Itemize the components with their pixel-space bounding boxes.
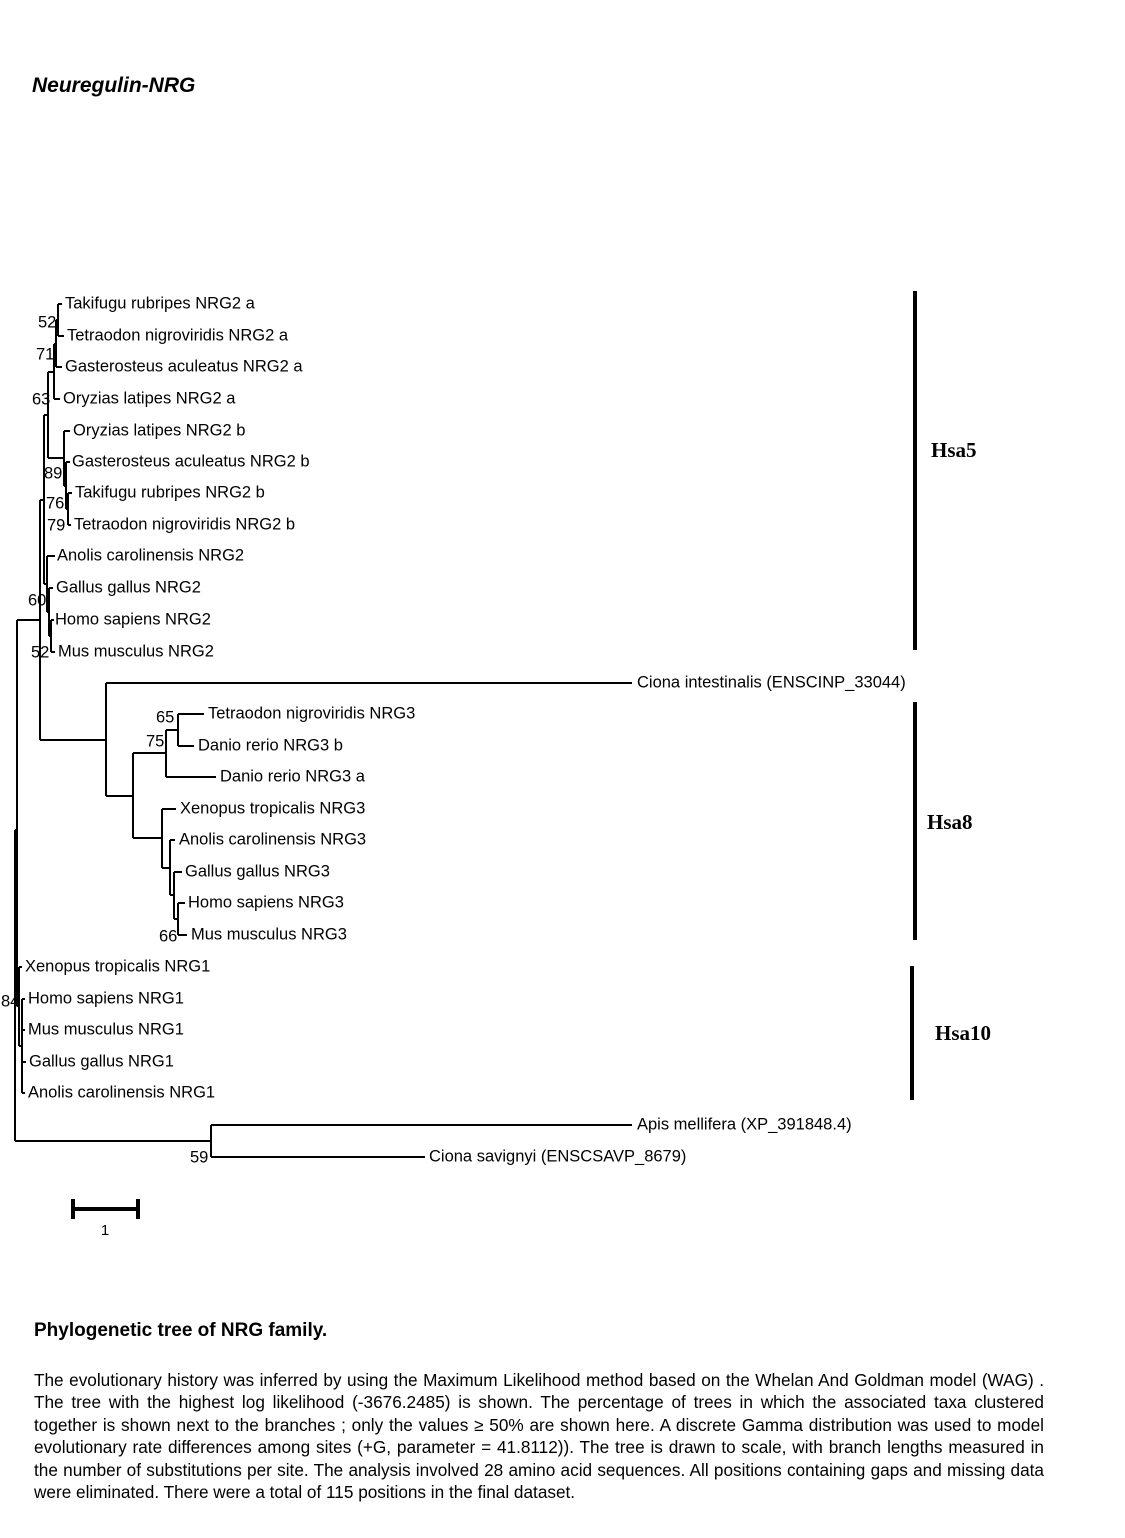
taxon-label: Gasterosteus aculeatus NRG2 b <box>72 452 310 470</box>
taxon-label: Apis mellifera (XP_391848.4) <box>637 1115 852 1133</box>
taxon-label: Homo sapiens NRG3 <box>188 893 344 911</box>
taxon-label: Gasterosteus aculeatus NRG2 a <box>65 357 303 375</box>
group-label: Hsa8 <box>927 810 973 834</box>
tree-branch <box>47 371 64 459</box>
taxon-label: Mus musculus NRG1 <box>28 1020 184 1038</box>
taxon-label: Danio rerio NRG3 a <box>220 767 366 785</box>
taxon-label: Homo sapiens NRG2 <box>55 610 211 628</box>
bootstrap-value: 65 <box>156 708 174 726</box>
tree-branch <box>57 303 64 337</box>
bootstrap-value: 84 <box>1 992 19 1010</box>
taxon-label: Tetraodon nigroviridis NRG2 a <box>67 326 289 344</box>
caption-heading: Phylogenetic tree of NRG family. <box>34 1320 328 1341</box>
bootstrap-value: 79 <box>47 516 65 534</box>
taxon-label: Ciona intestinalis (ENSCINP_33044) <box>637 673 906 691</box>
tree-branch <box>16 619 40 1007</box>
taxon-label: Takifugu rubripes NRG2 a <box>65 294 256 312</box>
bootstrap-labels: 52 71 63 89 76 79 60 52 65 75 66 84 59 <box>1 313 208 1166</box>
tree-branch <box>14 829 211 1142</box>
taxon-label: Tetraodon nigroviridis NRG3 <box>208 704 415 722</box>
taxon-label: Anolis carolinensis NRG1 <box>28 1083 215 1101</box>
taxon-label: Xenopus tropicalis NRG1 <box>25 957 210 975</box>
tree-branch <box>105 682 632 797</box>
taxon-labels: Takifugu rubripes NRG2 a Tetraodon nigrov… <box>25 294 906 1165</box>
taxon-label: Oryzias latipes NRG2 b <box>73 421 245 439</box>
scale-bar <box>71 1199 140 1219</box>
bootstrap-value: 75 <box>146 732 164 750</box>
bootstrap-value: 60 <box>28 591 46 609</box>
taxon-label: Mus musculus NRG2 <box>58 642 214 660</box>
group-label: Hsa10 <box>935 1021 991 1045</box>
tree-branch <box>21 998 26 1094</box>
bootstrap-value: 59 <box>190 1148 208 1166</box>
taxon-label: Mus musculus NRG3 <box>191 925 347 943</box>
bootstrap-value: 52 <box>38 313 56 331</box>
taxon-label: Takifugu rubripes NRG2 b <box>75 483 265 501</box>
tree-branch <box>177 902 187 936</box>
phylogenetic-tree: Takifugu rubripes NRG2 a Tetraodon nigrov… <box>1 291 991 1239</box>
bootstrap-value: 71 <box>36 345 54 363</box>
taxon-label: Anolis carolinensis NRG3 <box>179 830 366 848</box>
scale-label: 1 <box>101 1222 109 1239</box>
bootstrap-value: 63 <box>32 390 50 408</box>
taxon-label: Gallus gallus NRG2 <box>56 578 201 596</box>
bootstrap-value: 89 <box>44 464 62 482</box>
bootstrap-value: 66 <box>159 927 177 945</box>
taxon-label: Ciona savignyi (ENSCSAVP_8679) <box>429 1147 686 1165</box>
caption-body: The evolutionary history was inferred by… <box>34 1370 1044 1503</box>
bootstrap-value: 52 <box>31 643 49 661</box>
figure-title: Neuregulin-NRG <box>32 74 196 97</box>
taxon-label: Tetraodon nigroviridis NRG2 b <box>74 515 295 533</box>
taxon-label: Homo sapiens NRG1 <box>28 989 184 1007</box>
bootstrap-value: 76 <box>46 494 64 512</box>
taxon-label: Oryzias latipes NRG2 a <box>63 389 236 407</box>
chromosome-group-bars <box>910 291 917 1100</box>
taxon-label: Anolis carolinensis NRG2 <box>57 546 244 564</box>
taxon-label: Danio rerio NRG3 b <box>198 736 343 754</box>
taxon-label: Gallus gallus NRG1 <box>29 1052 174 1070</box>
group-label: Hsa5 <box>931 438 977 462</box>
tree-branch <box>67 492 72 526</box>
tree-branches <box>14 303 632 1158</box>
taxon-label: Gallus gallus NRG3 <box>185 862 330 880</box>
taxon-label: Xenopus tropicalis NRG3 <box>180 799 365 817</box>
